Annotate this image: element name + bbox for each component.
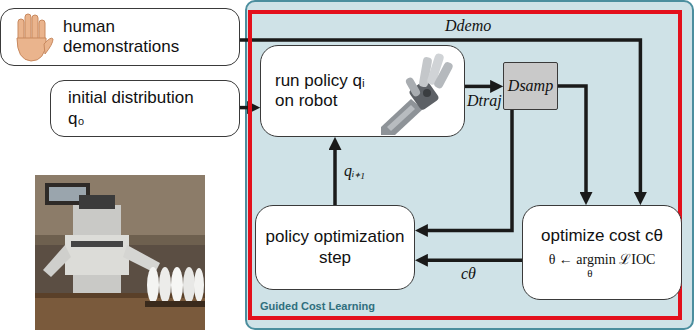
hand-icon [9, 12, 55, 64]
text-group: policy optimization step [264, 227, 406, 267]
flow-arrow [424, 259, 522, 263]
node-label: initial distribution q₀ [68, 88, 203, 128]
flow-arrow [333, 146, 337, 205]
flow-arrow [240, 40, 640, 196]
robot-hand-image [381, 47, 461, 135]
text-group: initial distribution q₀ [68, 88, 203, 128]
flow-arrow [465, 85, 494, 89]
node-label: optimize cost cθ [541, 226, 663, 246]
process-box: run policy qᵢ on robot [260, 45, 465, 137]
data-box: Dsamp [503, 62, 558, 110]
node-label: Dsamp [508, 77, 553, 95]
text-group: Dsamp [508, 77, 553, 95]
text-group: run policy qᵢ on robot [275, 71, 384, 111]
panel-title: Guided Cost Learning [260, 300, 375, 312]
formula-text: θ ← argmin ℒIOC [549, 252, 656, 269]
process-box: policy optimization step [255, 205, 415, 290]
flow-arrow [240, 106, 251, 110]
edge-label: Dtraj [467, 92, 502, 110]
edge-label: Ddemo [445, 17, 491, 35]
text-group: Guided Cost Learning [260, 300, 375, 312]
node-label: run policy qᵢ on robot [275, 71, 384, 111]
text-group: optimize cost cθ θ ← argmin ℒIOCθ [541, 226, 663, 279]
edge-label: qᵢ₊₁ [344, 162, 365, 180]
node-label: policy optimization step [264, 227, 406, 267]
subscript-text: θ [587, 268, 592, 279]
robot-photo [35, 175, 205, 330]
node-label: human demonstrations [63, 17, 193, 57]
edge-label: cθ [461, 265, 476, 283]
text-group: human demonstrations [63, 17, 193, 57]
input-box: initial distribution q₀ [50, 80, 240, 137]
process-box: optimize cost cθ θ ← argmin ℒIOCθ [522, 205, 682, 300]
source-box: human demonstrations [0, 8, 240, 66]
flow-arrow [558, 86, 586, 196]
